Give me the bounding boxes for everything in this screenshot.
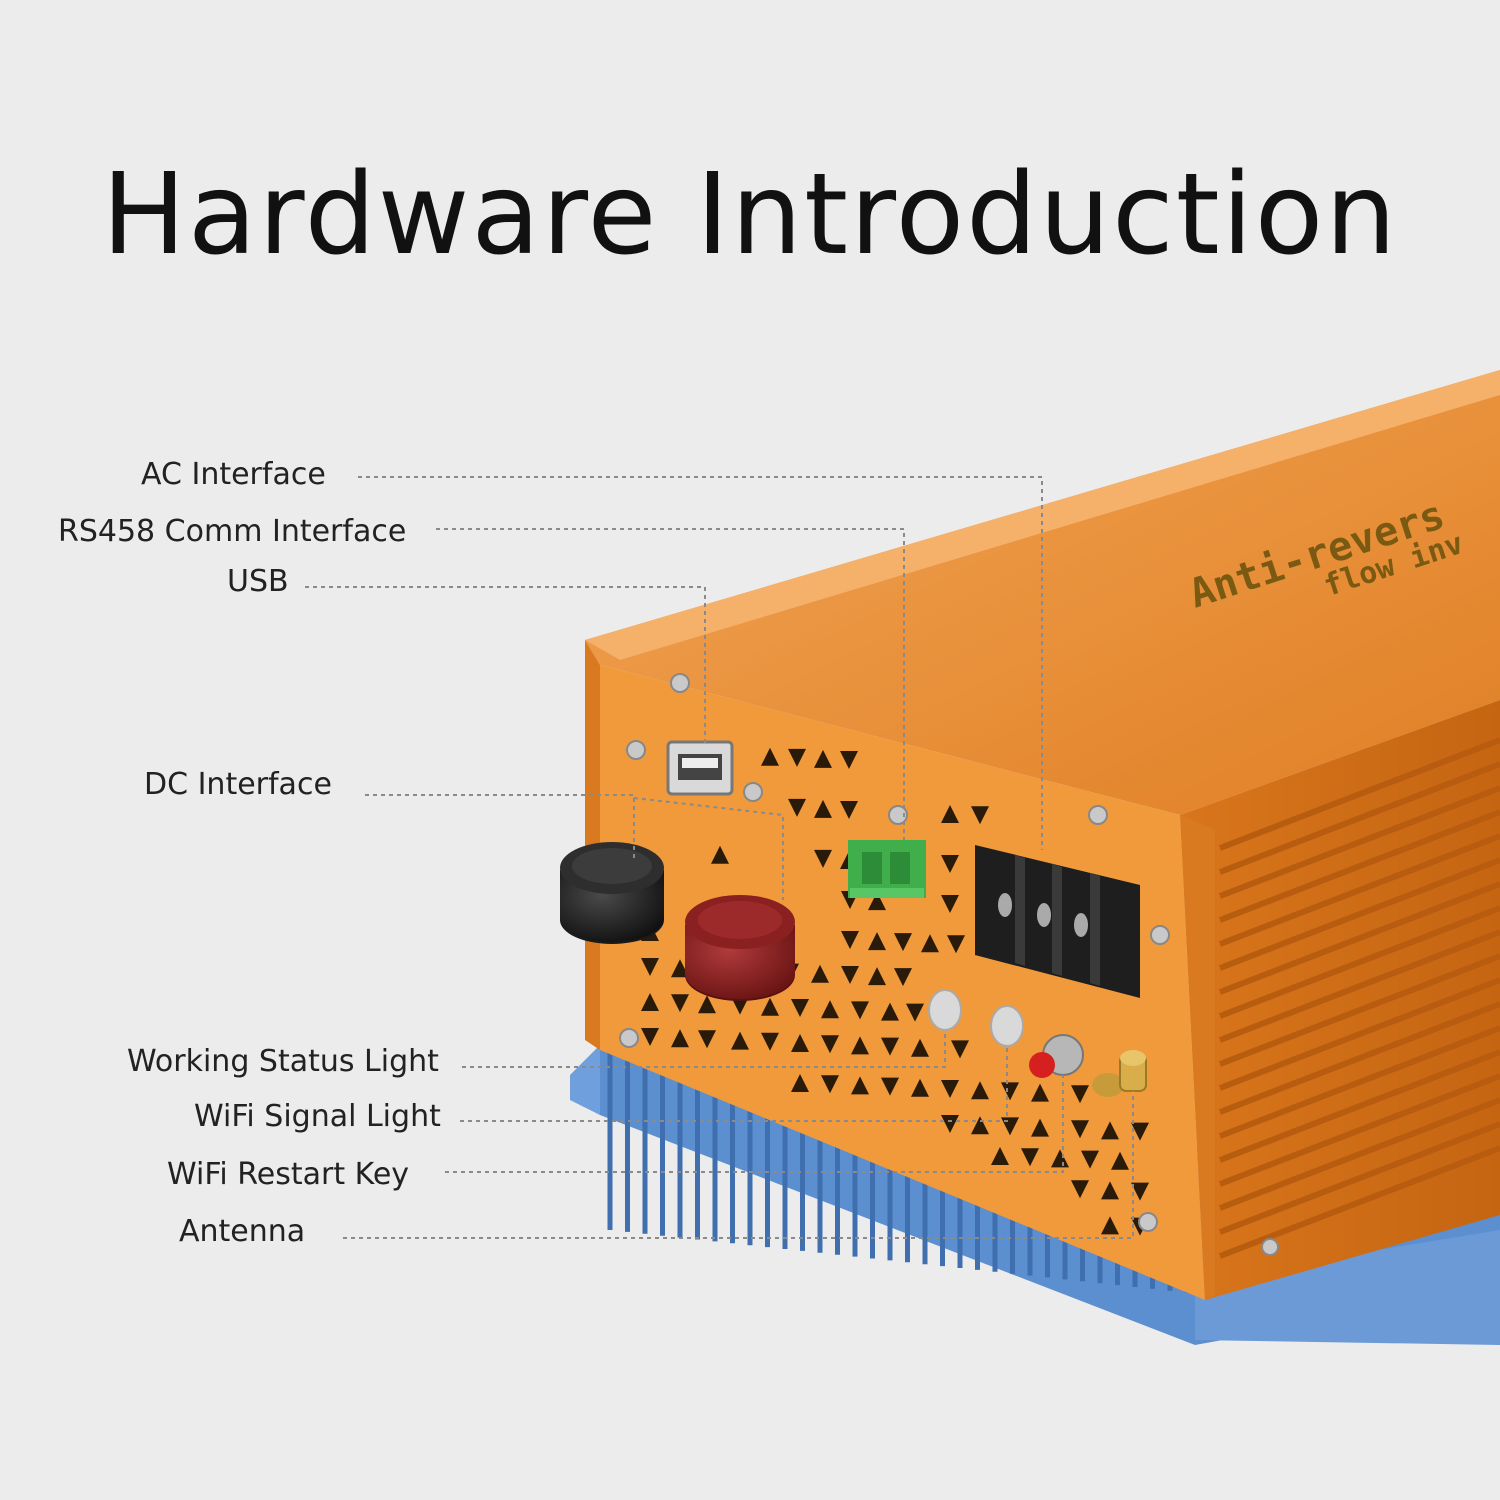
label-antenna: Antenna: [179, 1214, 306, 1249]
label-usb: USB: [227, 564, 289, 599]
label-rs458-comm-interface: RS458 Comm Interface: [58, 514, 407, 549]
wifi-restart-key: [1029, 1034, 1084, 1078]
leader-wifi-signal: [460, 1046, 1008, 1122]
label-working-status-light: Working Status Light: [127, 1044, 439, 1079]
antenna-connector: [1092, 1050, 1147, 1097]
label-wifi-signal-light: WiFi Signal Light: [194, 1099, 441, 1134]
dc-terminal-positive: [685, 895, 795, 1001]
vent-holes: [641, 747, 1149, 1236]
usb-port: [666, 740, 734, 796]
panel-screws: [619, 673, 1279, 1256]
label-wifi-restart-key: WiFi Restart Key: [167, 1157, 410, 1192]
leader-dc: [365, 794, 635, 858]
leader-antenna: [343, 1091, 1134, 1239]
leader-usb: [305, 586, 706, 745]
housing-side: [1180, 700, 1500, 1300]
label-dc-interface: DC Interface: [144, 767, 332, 802]
working-status-light: [928, 989, 962, 1031]
leader-restart: [445, 1075, 1064, 1173]
leader-working: [462, 1030, 946, 1068]
leader-dc-pos: [633, 797, 784, 900]
leader-lines: [305, 476, 1134, 1239]
housing-top: [585, 370, 1500, 815]
ac-terminal-block: [975, 845, 1140, 998]
dc-terminal-negative: [560, 842, 664, 944]
label-ac-interface: AC Interface: [141, 457, 326, 492]
page-title: Hardware Introduction: [101, 150, 1399, 280]
side-ribs: [1218, 737, 1500, 1259]
rs458-connector: [848, 840, 926, 898]
leader-ac: [358, 476, 1043, 850]
wifi-signal-light: [990, 1005, 1024, 1047]
leader-rs458: [436, 528, 905, 840]
